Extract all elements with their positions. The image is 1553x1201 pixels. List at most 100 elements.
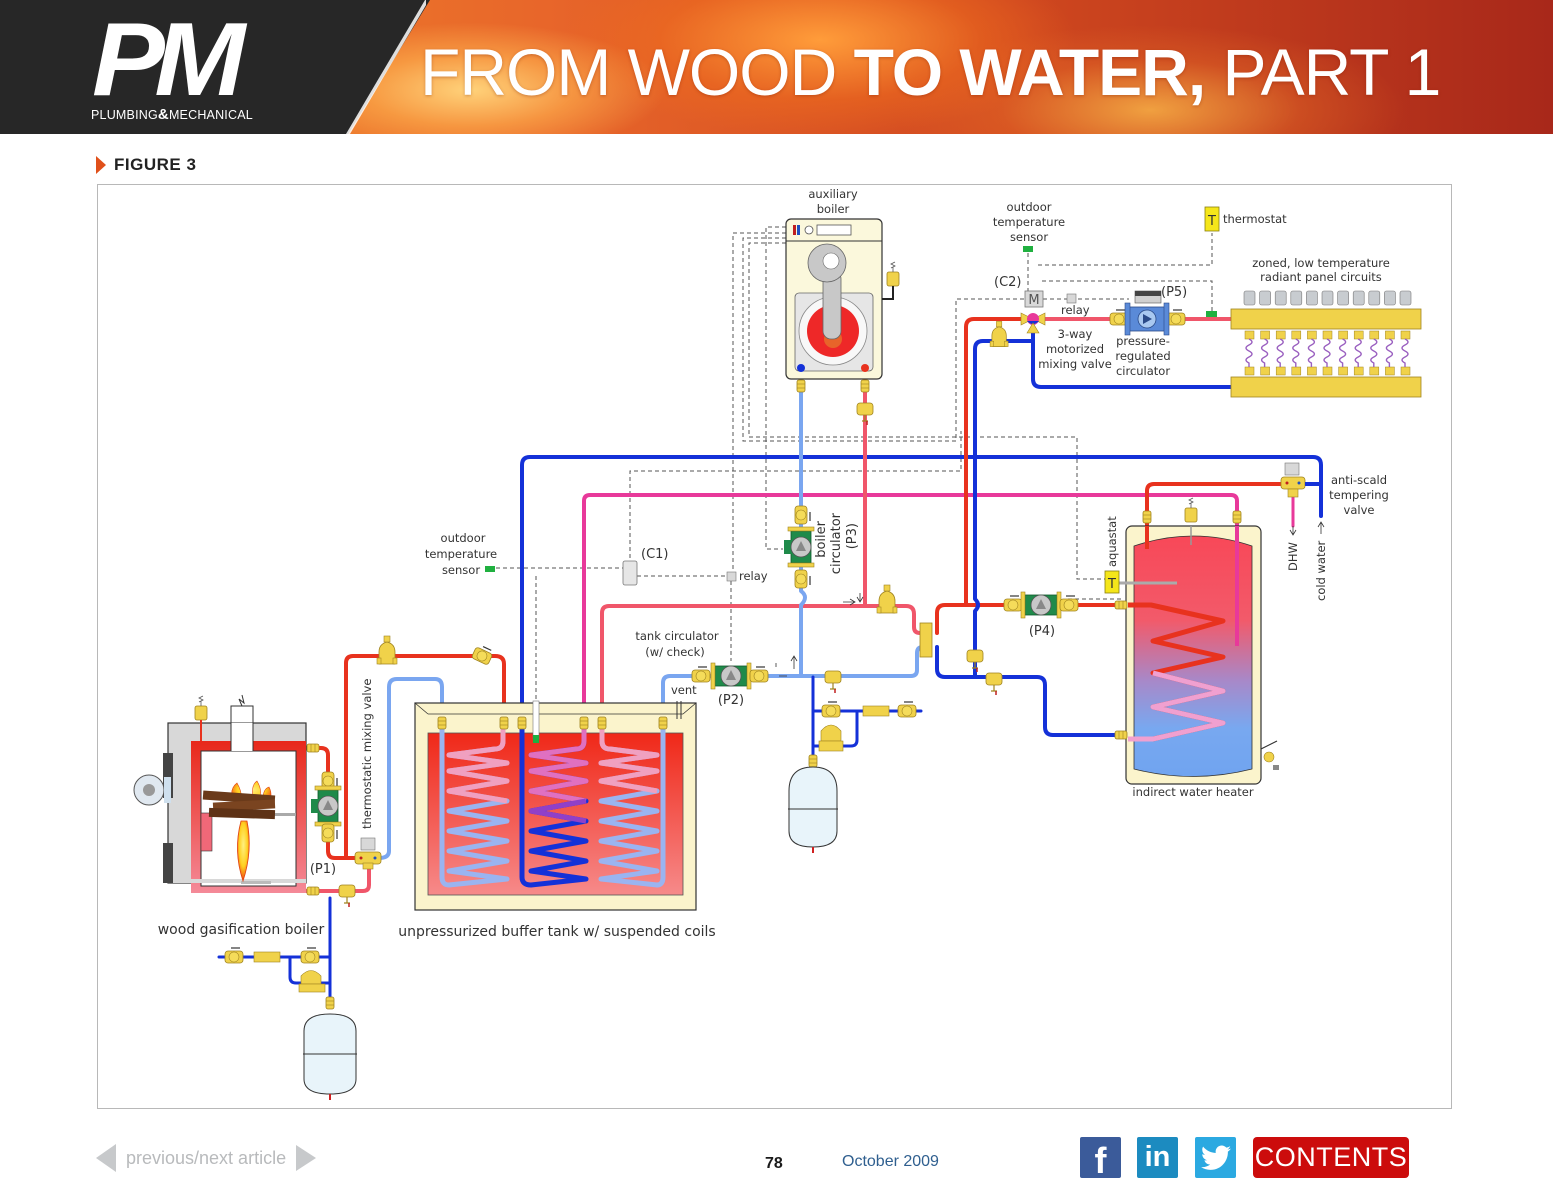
zone-actuator	[1290, 290, 1303, 306]
dhw-label: DHW	[1286, 542, 1300, 571]
return-port	[1291, 366, 1302, 376]
pressure-regulated-circulator-p5	[1109, 290, 1186, 336]
thermostatic-mixing-valve-label: thermostatic mixing valve	[360, 679, 374, 829]
controller-c1-label: (C1)	[641, 547, 669, 562]
pressure-circulator-label-3: circulator	[1116, 364, 1170, 378]
mixing-valve-label-2: motorized	[1046, 342, 1104, 356]
figure-arrow-icon	[96, 156, 106, 174]
controller-c1-icon	[622, 560, 638, 586]
buffer-tank	[414, 700, 697, 911]
return-manifold	[1230, 376, 1422, 398]
relay-top-label: relay	[1061, 303, 1090, 317]
zone-actuator	[1321, 290, 1334, 306]
zone-actuator	[1399, 290, 1412, 306]
mixing-valve-label-3: mixing valve	[1038, 357, 1112, 371]
motor-glyph: M	[1028, 293, 1039, 308]
supply-port	[1260, 330, 1270, 340]
mixing-valve-motor-icon	[1024, 290, 1044, 308]
radiant-circuit-loop	[1401, 338, 1409, 367]
title-part-number: PART 1	[1205, 35, 1442, 109]
wood-gasification-boiler	[133, 694, 320, 896]
radiant-circuit-loop	[1323, 338, 1331, 367]
controller-c2-label: (C2)	[994, 275, 1022, 290]
expansion-tank-middle	[788, 754, 838, 853]
next-article-arrow-icon[interactable]	[296, 1145, 317, 1171]
radiant-circuit-loop	[1260, 338, 1269, 367]
facebook-share-button[interactable]: f	[1080, 1137, 1121, 1181]
figure-frame: auxiliary boiler outdoor temperature sen…	[97, 184, 1452, 1109]
outdoor-sensor-left-label-3: sensor	[442, 563, 480, 577]
return-port	[1338, 366, 1348, 376]
radiant-label-2: radiant panel circuits	[1260, 270, 1382, 284]
three-way-mixing-valve	[1020, 312, 1046, 334]
indirect-water-heater	[1114, 497, 1279, 785]
supply-port	[1369, 330, 1380, 340]
return-port	[1369, 366, 1380, 376]
circulator-p2-label: (P2)	[718, 693, 744, 708]
zone-actuator	[1274, 290, 1287, 306]
linkedin-share-button[interactable]: in	[1137, 1137, 1178, 1178]
supply-port	[1291, 330, 1302, 340]
return-port	[1322, 366, 1333, 376]
aquastat-label: aquastat	[1105, 516, 1119, 567]
relay-mid-label: relay	[739, 569, 768, 583]
facebook-icon: f	[1094, 1139, 1107, 1181]
outdoor-sensor-left-label-1: outdoor	[441, 531, 486, 545]
radiant-circuit-loop	[1338, 338, 1347, 367]
thermostat-glyph: T	[1207, 214, 1216, 229]
circulator-p5-label: (P5)	[1161, 285, 1187, 300]
auxiliary-boiler	[785, 218, 900, 426]
piping	[217, 317, 1323, 1003]
pm-logo: PM	[92, 2, 245, 118]
hydraulic-separator	[919, 622, 933, 658]
twitter-bird-icon	[1200, 1145, 1231, 1170]
pressure-circulator-label-2: regulated	[1115, 349, 1170, 363]
supply-port	[1275, 330, 1286, 340]
supply-port	[1353, 330, 1364, 340]
zone-actuator	[1259, 290, 1271, 306]
page-header: PM PLUMBING&MECHANICAL FROM WOOD TO WATE…	[0, 0, 1553, 134]
thermostat-icon	[1204, 206, 1220, 232]
circulator-p4-label: (P4)	[1029, 624, 1055, 639]
thermostatic-mixing-valve-body	[354, 837, 382, 870]
contents-button[interactable]: CONTENTS	[1253, 1137, 1409, 1178]
radiant-label-1: zoned, low temperature	[1252, 256, 1390, 270]
article-title: FROM WOOD TO WATER, PART 1	[420, 34, 1442, 110]
radiant-circuit-loop	[1370, 338, 1378, 367]
boiler-circulator-label-3: (P3)	[845, 523, 860, 549]
previous-next-article-nav[interactable]: previous/next article	[96, 1144, 317, 1172]
logo-subtitle: PLUMBING&MECHANICAL	[91, 106, 253, 123]
return-port	[1260, 366, 1270, 376]
anti-scald-label-3: valve	[1344, 503, 1375, 517]
radiant-circuit-loop	[1292, 338, 1300, 367]
outdoor-sensor-top-label-1: outdoor	[1007, 200, 1052, 214]
previous-article-arrow-icon[interactable]	[96, 1144, 116, 1172]
twitter-share-button[interactable]	[1195, 1137, 1236, 1178]
supply-port	[1385, 330, 1395, 340]
zone-actuator	[1243, 290, 1256, 306]
vent-label: vent	[671, 683, 697, 697]
relay-mid-icon	[726, 571, 737, 582]
outdoor-sensor-top-label-2: temperature	[993, 215, 1065, 229]
zone-actuator	[1384, 290, 1396, 306]
title-part-bold: TO WATER,	[853, 35, 1207, 109]
supply-port	[1307, 330, 1317, 340]
logo-sub-left: PLUMBING	[91, 108, 158, 122]
logo-sub-amp: &	[157, 106, 169, 123]
thermostat-label: thermostat	[1223, 212, 1287, 226]
return-port	[1400, 366, 1411, 376]
zone-actuator	[1337, 290, 1349, 306]
relay-top-icon	[1066, 293, 1077, 304]
anti-scald-tempering-valve	[1280, 462, 1306, 498]
page-number: 78	[765, 1155, 783, 1172]
outdoor-sensor-left-label-2: temperature	[425, 547, 497, 561]
linkedin-icon: in	[1144, 1141, 1171, 1173]
nav-label[interactable]: previous/next article	[126, 1147, 287, 1168]
outdoor-sensor-top-icon	[1023, 246, 1033, 252]
header-logo-panel	[0, 0, 430, 134]
supply-port	[1338, 330, 1348, 340]
return-port	[1275, 366, 1286, 376]
indirect-heater-label: indirect water heater	[1132, 785, 1253, 799]
title-part-light: FROM WOOD	[420, 35, 854, 109]
